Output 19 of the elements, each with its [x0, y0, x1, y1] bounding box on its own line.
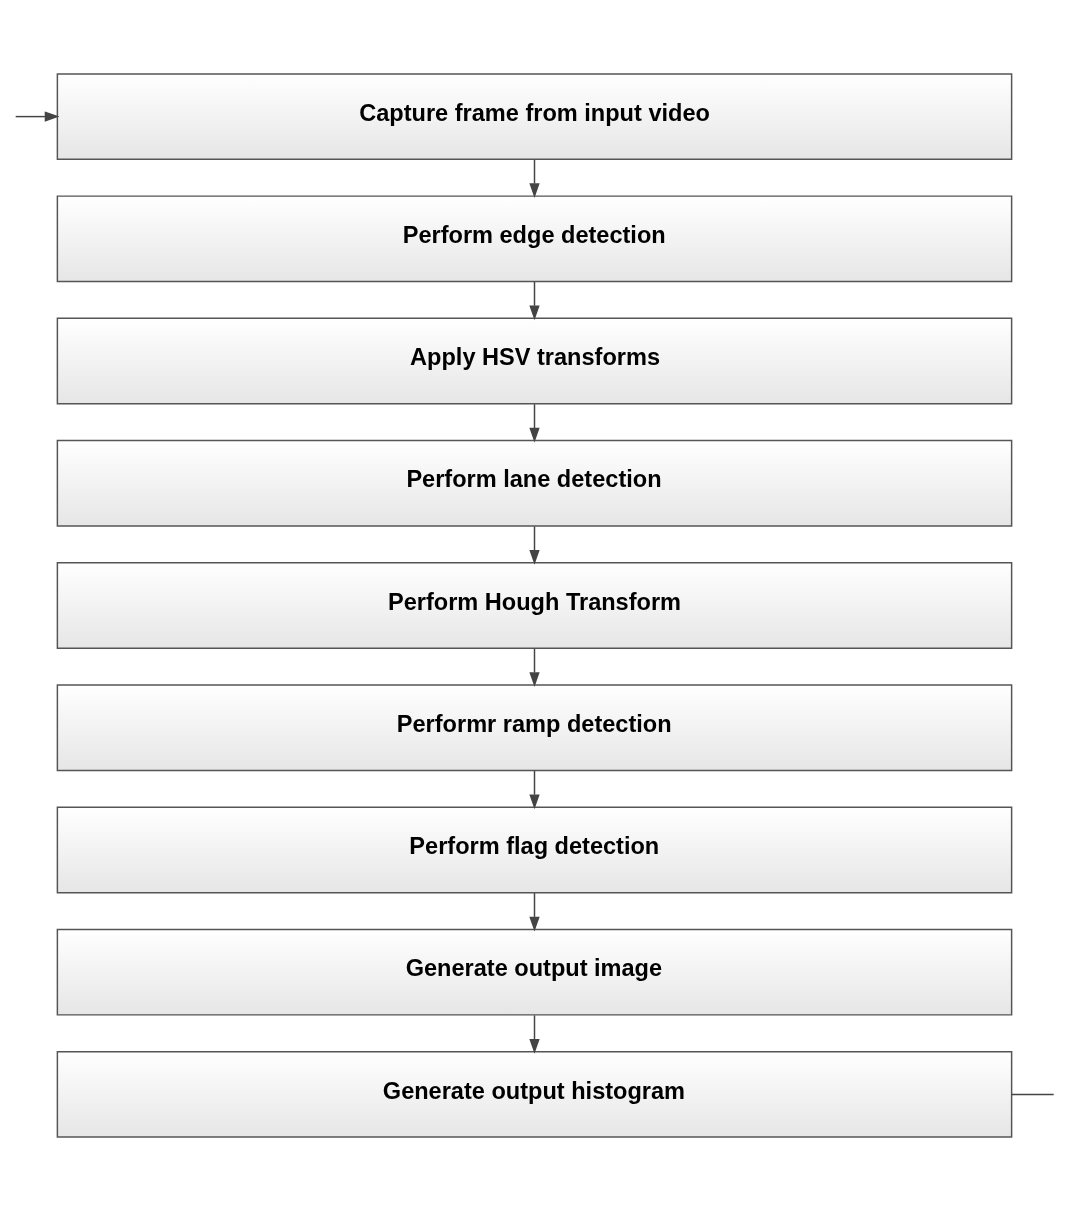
node-box: Perform flag detection [56, 806, 1013, 894]
node-box: Generate output histogram [56, 1050, 1013, 1138]
arrow [529, 403, 540, 443]
node-box: Perform edge detection [56, 195, 1013, 283]
node-box: Performr ramp detection [56, 684, 1013, 772]
arrow [529, 159, 540, 199]
arrow [529, 281, 540, 321]
arrow [529, 892, 540, 932]
arrow [529, 525, 540, 565]
arrow [529, 1014, 540, 1054]
arrow [529, 647, 540, 687]
node-box: Generate output image [56, 928, 1013, 1016]
node-box: Apply HSV transforms [56, 317, 1013, 405]
connector [1010, 1093, 1055, 1096]
arrow [14, 111, 60, 122]
node-box: Perform Hough Transform [56, 562, 1013, 649]
node-box: Perform lane detection [56, 439, 1013, 527]
node-box: Capture frame from input video [56, 73, 1013, 161]
arrow [529, 770, 540, 810]
